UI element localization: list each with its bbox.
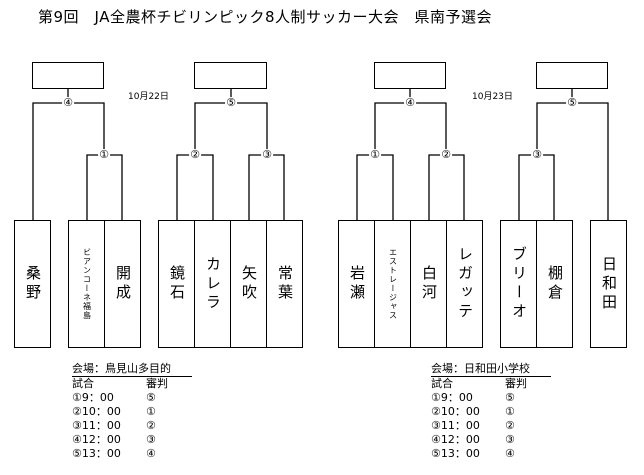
date-left: 10月22日 <box>128 92 169 102</box>
col-ref-header: 審判 <box>505 377 527 390</box>
col-match-header: 試合 <box>431 377 453 390</box>
match-number: ① <box>98 148 110 161</box>
winner-box-left-1 <box>32 62 104 89</box>
team-bianconeri-fukushima: ビアンコーネ福島 <box>68 220 105 348</box>
match-number: ③ <box>261 148 273 161</box>
match-number: ④ <box>404 96 416 109</box>
match-number: ① <box>369 148 381 161</box>
team-carrera: カレラ <box>194 220 231 348</box>
team-kaisei: 開成 <box>104 220 141 348</box>
venue-label: 会場：鳥見山多目的 <box>72 362 192 377</box>
page-title: 第9回 JA全農杯チビリンピック8人制サッカー大会 県南予選会 <box>38 8 493 26</box>
winner-box-left-2 <box>194 62 267 89</box>
team-tanagura: 棚倉 <box>536 220 573 348</box>
schedule-header: 試合 審判 <box>72 377 192 391</box>
match-number: ② <box>440 148 452 161</box>
match-number: ⑤ <box>225 96 237 109</box>
team-iwase: 岩瀬 <box>338 220 375 348</box>
match-number: ③ <box>531 148 543 161</box>
col-ref-header: 審判 <box>146 377 168 390</box>
team-yabuki: 矢吹 <box>230 220 267 348</box>
team-tokiwa: 常葉 <box>266 220 303 348</box>
team-regatte: レガッテ <box>446 220 483 348</box>
match-number: ⑤ <box>566 96 578 109</box>
team-brio: ブリーオ <box>500 220 537 348</box>
team-shirakawa: 白河 <box>410 220 447 348</box>
team-kuwano: 桑野 <box>14 220 51 348</box>
winner-box-right-1 <box>374 62 446 89</box>
team-estrellas: エストレージャス <box>374 220 411 348</box>
team-kagamiishi: 鏡石 <box>158 220 195 348</box>
winner-box-right-2 <box>536 62 608 89</box>
venue-label: 会場：日和田小学校 <box>431 362 551 377</box>
col-match-header: 試合 <box>72 377 94 390</box>
match-number: ④ <box>62 96 74 109</box>
schedule-header: 試合 審判 <box>431 377 551 391</box>
date-right: 10月23日 <box>472 92 513 102</box>
match-number: ② <box>189 148 201 161</box>
team-hiwada: 日和田 <box>590 220 627 348</box>
